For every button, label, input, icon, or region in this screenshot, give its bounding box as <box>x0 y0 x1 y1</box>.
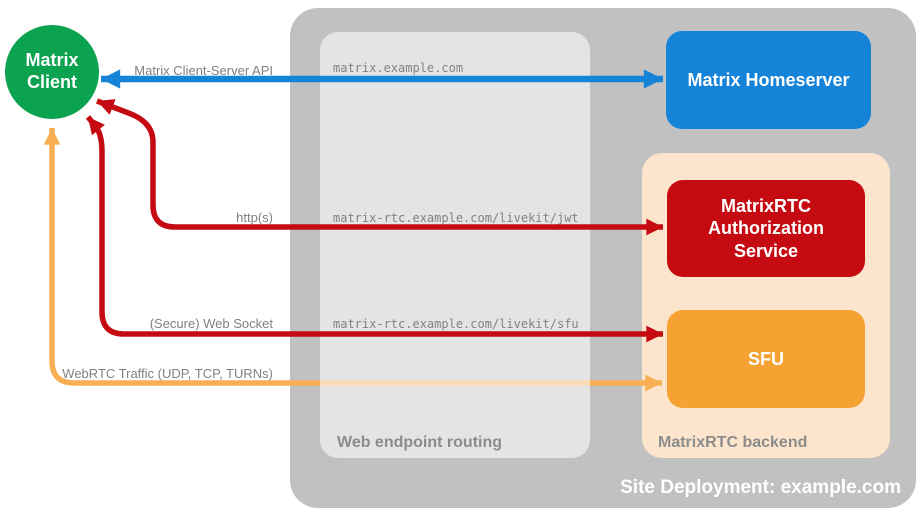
web-endpoint-routing-caption: Web endpoint routing <box>337 434 503 451</box>
site-deployment-caption: Site Deployment: example.com <box>620 477 901 498</box>
matrixrtc-backend-container: MatrixRTC Authorization Service SFU Matr… <box>642 153 890 458</box>
node-matrixrtc-authorization-service: MatrixRTC Authorization Service <box>667 180 865 277</box>
web-endpoint-routing-box: matrix.example.com matrix-rtc.example.co… <box>320 32 590 458</box>
node-sfu: SFU <box>667 310 865 408</box>
route-matrix-example-com: matrix.example.com <box>333 61 464 75</box>
node-matrix-client: Matrix Client <box>5 25 99 119</box>
node-label: Matrix Homeserver <box>687 69 850 90</box>
node-label: Matrix Client <box>25 50 79 92</box>
label-webrtc-traffic: WebRTC Traffic (UDP, TCP, TURNs) <box>62 366 273 381</box>
route-livekit-jwt: matrix-rtc.example.com/livekit/jwt <box>333 211 579 225</box>
node-matrix-homeserver: Matrix Homeserver <box>666 31 871 129</box>
node-label: SFU <box>748 348 784 369</box>
matrixrtc-backend-caption: MatrixRTC backend <box>658 434 808 451</box>
route-livekit-sfu: matrix-rtc.example.com/livekit/sfu <box>333 317 579 331</box>
label-secure-web-socket: (Secure) Web Socket <box>149 316 273 331</box>
label-matrix-client-server-api: Matrix Client-Server API <box>134 63 273 78</box>
label-https: http(s) <box>236 210 273 225</box>
node-label: MatrixRTC Authorization Service <box>708 195 824 261</box>
